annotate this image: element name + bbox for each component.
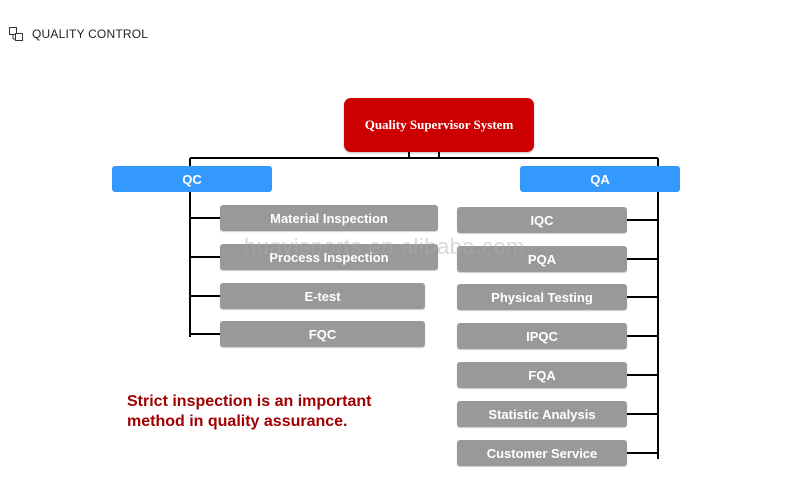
note-text: Strict inspection is an important method…: [127, 392, 407, 432]
qa-item-statistic-analysis: Statistic Analysis: [457, 401, 627, 427]
page-title: QUALITY CONTROL: [32, 27, 149, 41]
page-header: QUALITY CONTROL: [8, 26, 148, 42]
qa-item-fqa: FQA: [457, 362, 627, 388]
qc-item-e-test: E-test: [220, 283, 425, 309]
qc-item-fqc: FQC: [220, 321, 425, 347]
note-line-1: Strict inspection is an important: [127, 393, 372, 410]
qa-item-physical-testing: Physical Testing: [457, 284, 627, 310]
qa-item-pqa: PQA: [457, 246, 627, 272]
qa-item-customer-service: Customer Service: [457, 440, 627, 466]
qa-item-ipqc: IPQC: [457, 323, 627, 349]
qa-node: QA: [520, 166, 680, 192]
qa-item-iqc: IQC: [457, 207, 627, 233]
org-chart-icon: [9, 27, 23, 41]
qc-item-material-inspection: Material Inspection: [220, 205, 438, 231]
qc-node: QC: [112, 166, 272, 192]
root-node: Quality Supervisor System: [344, 98, 534, 152]
qc-item-process-inspection: Process Inspection: [220, 244, 438, 270]
note-line-2: method in quality assurance.: [127, 413, 348, 430]
